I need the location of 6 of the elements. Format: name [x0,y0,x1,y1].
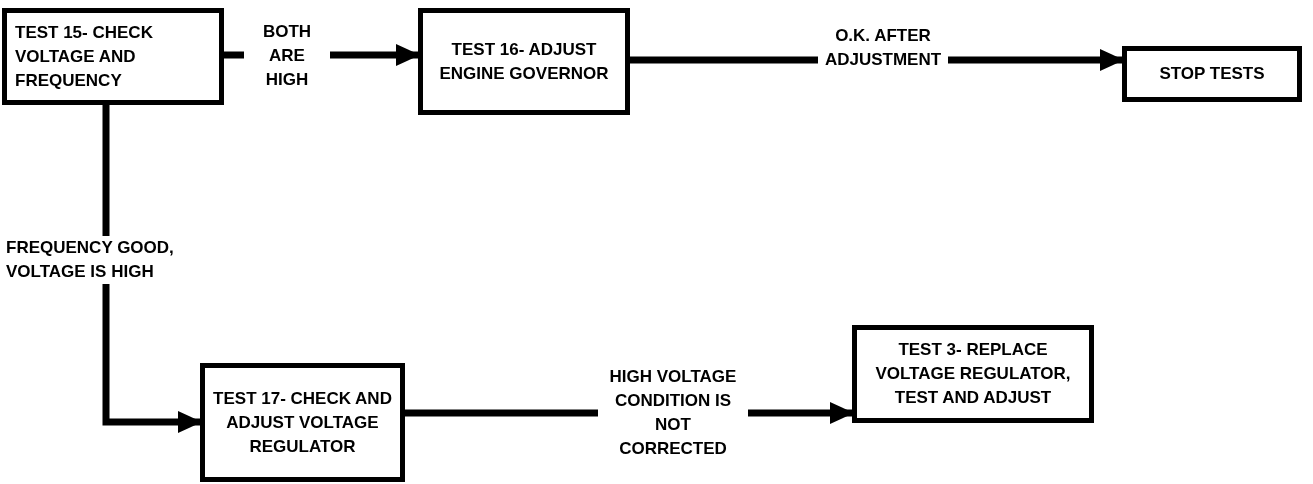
process-box: TEST 15- CHECK VOLTAGE AND FREQUENCY [2,8,224,105]
process-box: STOP TESTS [1122,46,1302,102]
arrow [102,105,202,433]
process-box: TEST 16- ADJUST ENGINE GOVERNOR [418,8,630,115]
process-box: TEST 17- CHECK AND ADJUST VOLTAGE REGULATOR [200,363,405,482]
process-box: TEST 3- REPLACE VOLTAGE REGULATOR, TEST AND ADJUST [852,325,1094,423]
